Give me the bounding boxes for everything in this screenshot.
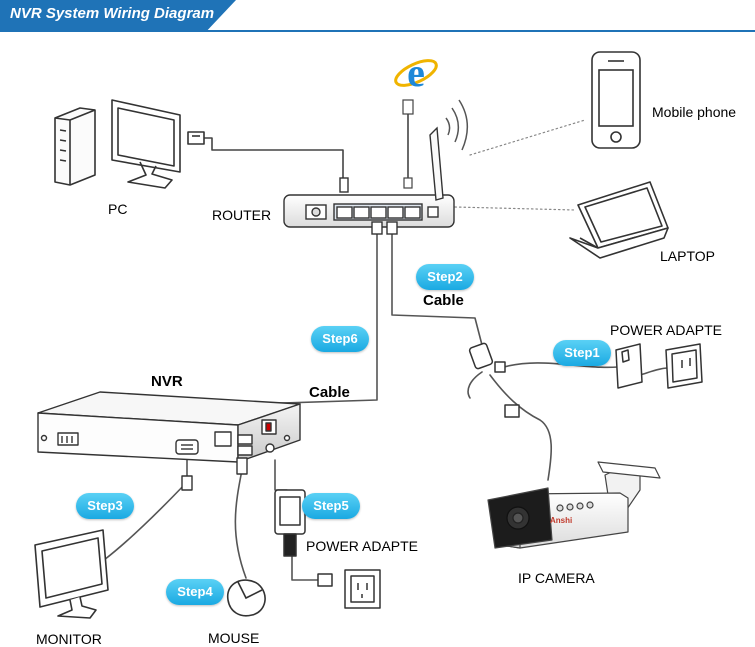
nvr-icon <box>37 391 301 491</box>
title-rule <box>0 30 755 32</box>
wifi-signal-icon <box>445 99 468 151</box>
step2-badge: Step2 <box>416 264 474 290</box>
adapter-plug-cable <box>291 554 326 581</box>
wireless-link-laptop <box>454 206 576 211</box>
nvr-power-cable <box>274 459 288 491</box>
step1-badge: Step1 <box>553 340 611 366</box>
router-camera-cable-label: Cable <box>423 292 464 309</box>
monitor-icon <box>34 529 109 619</box>
router-nvr-cable-label: Cable <box>309 384 350 401</box>
svg-text:e: e <box>407 50 425 95</box>
title-banner: NVR System Wiring Diagram <box>0 0 236 30</box>
internet-explorer-icon: e <box>394 50 438 95</box>
ip-camera-label: IP CAMERA <box>518 570 595 586</box>
camera-brand-label: Anshi <box>550 516 572 525</box>
router-top-plug <box>402 99 414 189</box>
mouse-icon <box>227 579 266 617</box>
router-camera-cable <box>391 224 483 346</box>
diagram-title: NVR System Wiring Diagram <box>10 5 215 22</box>
camera-power-adapter-label: POWER ADAPTE <box>610 322 723 338</box>
mouse-label: MOUSE <box>208 630 260 646</box>
camera-pigtail-branch <box>467 371 483 399</box>
laptop-label: LAPTOP <box>660 248 715 264</box>
monitor-label: MONITOR <box>36 631 102 647</box>
pc-router-cable <box>202 137 344 186</box>
mobile-phone-icon <box>591 51 641 149</box>
nvr-mouse-cable <box>234 469 247 579</box>
router-icon <box>283 126 455 235</box>
mobile-phone-label: Mobile phone <box>652 104 737 120</box>
laptop-icon <box>569 181 669 259</box>
pc-icon <box>54 99 205 189</box>
nvr-power-adapter-icon <box>274 489 381 609</box>
power-plug-cable <box>639 367 669 376</box>
step6-badge: Step6 <box>311 326 369 352</box>
nvr-power-adapter-label: POWER ADAPTE <box>306 538 419 554</box>
camera-pigtail <box>489 374 553 481</box>
camera-power-adapter-icon <box>468 342 703 418</box>
wireless-link-phone <box>469 119 586 156</box>
cables <box>103 109 669 581</box>
nvr-label: NVR <box>151 373 183 390</box>
ip-camera-icon <box>487 461 661 549</box>
step4-badge: Step4 <box>166 579 224 605</box>
router-label: ROUTER <box>212 207 272 223</box>
step5-badge: Step5 <box>302 493 360 519</box>
step3-badge: Step3 <box>76 493 134 519</box>
pc-label: PC <box>108 201 128 217</box>
